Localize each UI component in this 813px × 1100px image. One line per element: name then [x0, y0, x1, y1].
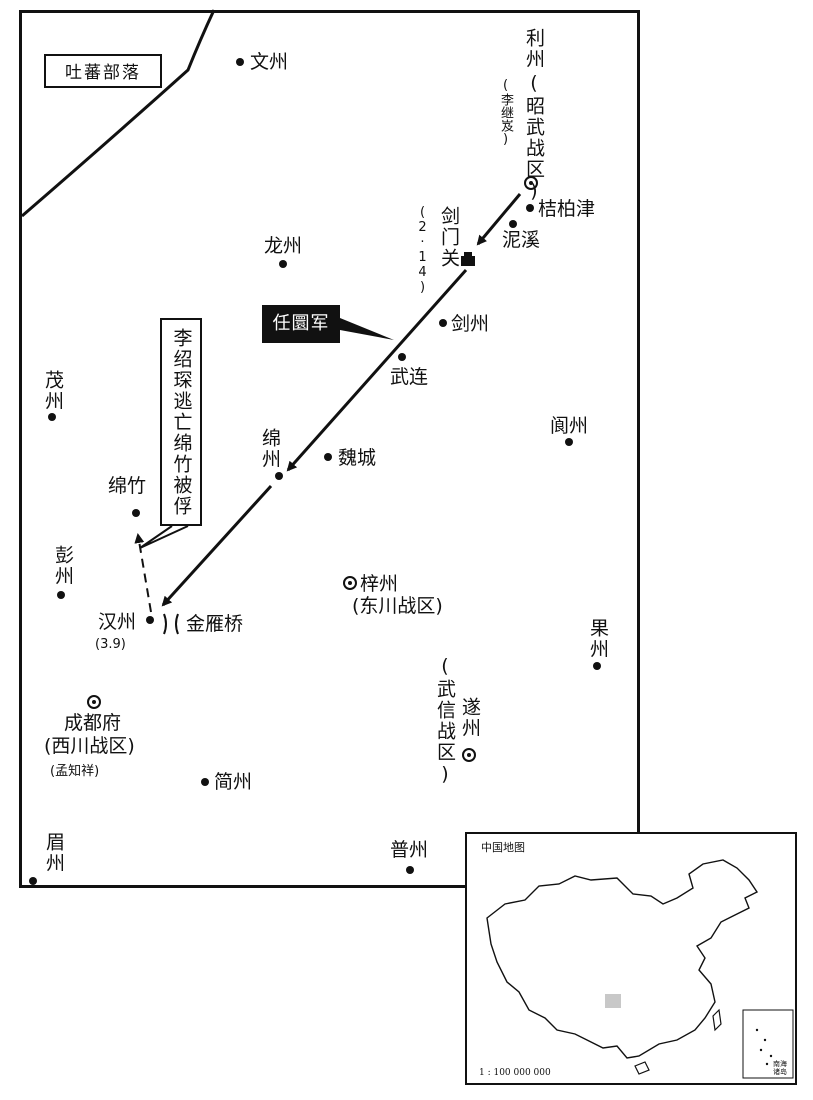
label-zizhou: 梓州 — [360, 573, 399, 595]
city-dot-pengzhou — [57, 591, 65, 599]
callout-pointer — [139, 525, 189, 549]
inset-scale: 1 : 100 000 000 — [479, 1068, 551, 1078]
label-longzhou: 龙州 — [264, 235, 303, 257]
label-wuxin-district: (武信战区) — [434, 655, 456, 787]
city-dot-wenzhou — [236, 58, 244, 66]
army-label-pointer — [340, 318, 394, 340]
city-markers — [29, 58, 601, 885]
label-langzhou: 阆州 — [550, 415, 589, 437]
label-pengzhou: 彭州 — [52, 545, 74, 587]
city-dot-meizhou — [29, 877, 37, 885]
label-jianzhou2: 简州 — [214, 771, 253, 793]
label-suizhou: 遂州 — [459, 697, 481, 739]
label-hanzhou: 汉州 — [98, 611, 137, 633]
inset-south-sea-label: 南海诸岛 — [773, 1060, 787, 1076]
inset-title: 中国地图 — [481, 841, 525, 854]
label-jianmenguan: 剑门关 — [438, 206, 460, 269]
label-li-jiji: (李继岌) — [498, 78, 513, 147]
south-sea-inset — [742, 1009, 794, 1079]
label-zhaowu-district: (昭武战区) — [523, 72, 545, 204]
label-jinyanqiao: 金雁桥 — [186, 613, 244, 635]
label-mianzhu: 绵竹 — [108, 475, 147, 497]
inset-china-map: 中国地图 1 : 100 000 000 南海诸岛 — [465, 832, 797, 1085]
capture-callout: 李绍琛逃亡绵竹被俘 — [160, 318, 202, 526]
label-jianzhou: 剑州 — [451, 313, 490, 335]
city-dot-puzhou — [406, 866, 414, 874]
label-jianmenguan-date: (2·14) — [415, 205, 430, 295]
label-chengdufu: 成都府 — [64, 712, 122, 734]
capital-markers — [87, 176, 538, 762]
city-dot-maozhou — [48, 413, 56, 421]
label-guozhou: 果州 — [587, 618, 609, 660]
army-label: 任圜军 — [262, 305, 340, 343]
label-meng-zhixiang: (孟知祥) — [50, 764, 100, 779]
tribe-region-label: 吐蕃部落 — [44, 54, 162, 88]
city-dot-langzhou — [565, 438, 573, 446]
map-frame — [19, 10, 640, 888]
label-mianzhou: 绵州 — [259, 428, 281, 470]
city-dot-hanzhou — [146, 616, 154, 624]
tibet-border-line — [21, 9, 216, 218]
label-weicheng: 魏城 — [338, 447, 377, 469]
label-hanzhou-date: (3.9) — [95, 637, 126, 652]
inset-china-outline — [486, 859, 794, 1079]
label-wenzhou: 文州 — [250, 51, 289, 73]
label-jiebojin: 桔柏津 — [538, 198, 596, 220]
city-dot-weicheng — [324, 453, 332, 461]
city-dot-jiebojin — [526, 204, 534, 212]
city-dot-wulian — [398, 353, 406, 361]
label-dongchuan-district: (东川战区) — [352, 595, 443, 617]
label-lizhou: 利州 — [523, 28, 545, 70]
label-meizhou: 眉州 — [43, 832, 65, 874]
route-arrow-jianmen-mianzhou — [286, 269, 468, 472]
city-dot-longzhou — [279, 260, 287, 268]
city-dot-mianzhou — [275, 472, 283, 480]
label-puzhou: 普州 — [390, 839, 429, 861]
bridge-marker-jinyanqiao — [163, 613, 179, 635]
capture-callout-text: 李绍琛逃亡绵竹被俘 — [170, 327, 193, 517]
pass-marker-jianmenguan — [461, 252, 475, 266]
label-nixi: 泥溪 — [502, 229, 541, 251]
label-wulian: 武连 — [390, 366, 429, 388]
city-dot-jianzhou — [439, 319, 447, 327]
inset-region-highlight — [605, 994, 621, 1008]
city-dot-jianzhou2 — [201, 778, 209, 786]
city-dot-mianzhu — [132, 509, 140, 517]
route-arrow-mianzhou-hanzhou — [161, 484, 273, 607]
city-dot-nixi — [509, 220, 517, 228]
label-maozhou: 茂州 — [42, 370, 64, 412]
city-dot-guozhou — [593, 662, 601, 670]
route-arrow-lizhou-jianmen — [476, 193, 522, 246]
label-xichuan-district: (西川战区) — [44, 735, 135, 757]
